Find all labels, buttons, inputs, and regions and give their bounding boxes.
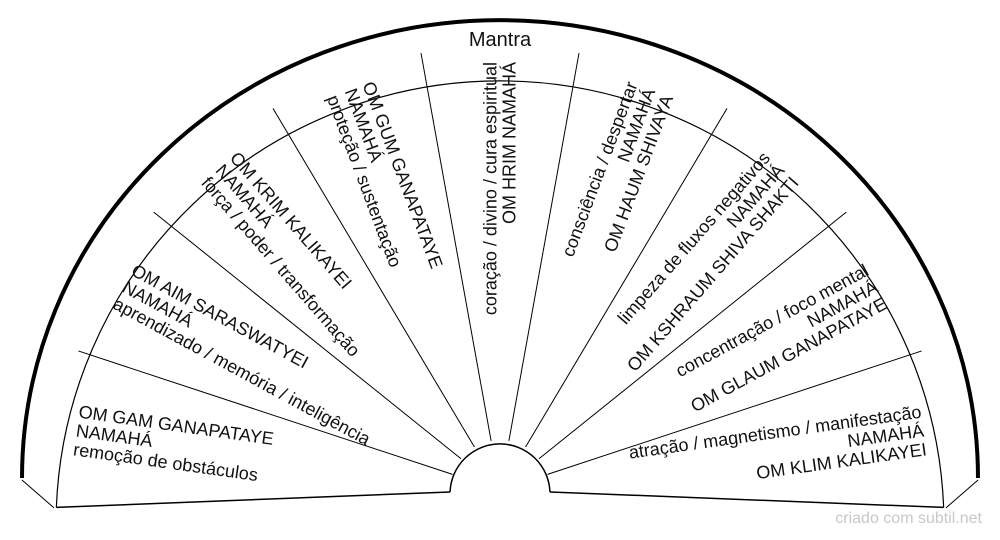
sector-divider	[56, 491, 451, 509]
hub-arc	[449, 443, 551, 492]
sector-divider	[549, 491, 944, 509]
credit-text: criado com subtil.net	[835, 510, 982, 527]
sector-divider	[78, 350, 453, 475]
sector-divider	[508, 52, 580, 441]
sector-divider	[547, 350, 922, 475]
mantra-text: OM KLIM KALIKAYEI	[755, 439, 928, 483]
base-left-edge	[21, 479, 55, 509]
outer-arc	[20, 18, 980, 479]
sector-divider	[272, 108, 475, 448]
mantra-meaning: remoção de obstáculos	[72, 439, 259, 485]
sector-divider	[420, 52, 492, 441]
sector-divider	[153, 211, 462, 460]
base-right-edge	[945, 479, 979, 509]
mantra-meaning: coração / divino / cura espiritual	[481, 62, 501, 315]
mantra-text: OM HRIM NAMAHÁ	[500, 62, 520, 224]
inner-ring-arc	[55, 80, 945, 508]
sector-divider	[525, 108, 728, 448]
dial-frame	[20, 18, 980, 509]
sector-dividers	[56, 52, 944, 509]
dial-title: Mantra	[469, 29, 532, 51]
sector-divider	[538, 211, 847, 460]
